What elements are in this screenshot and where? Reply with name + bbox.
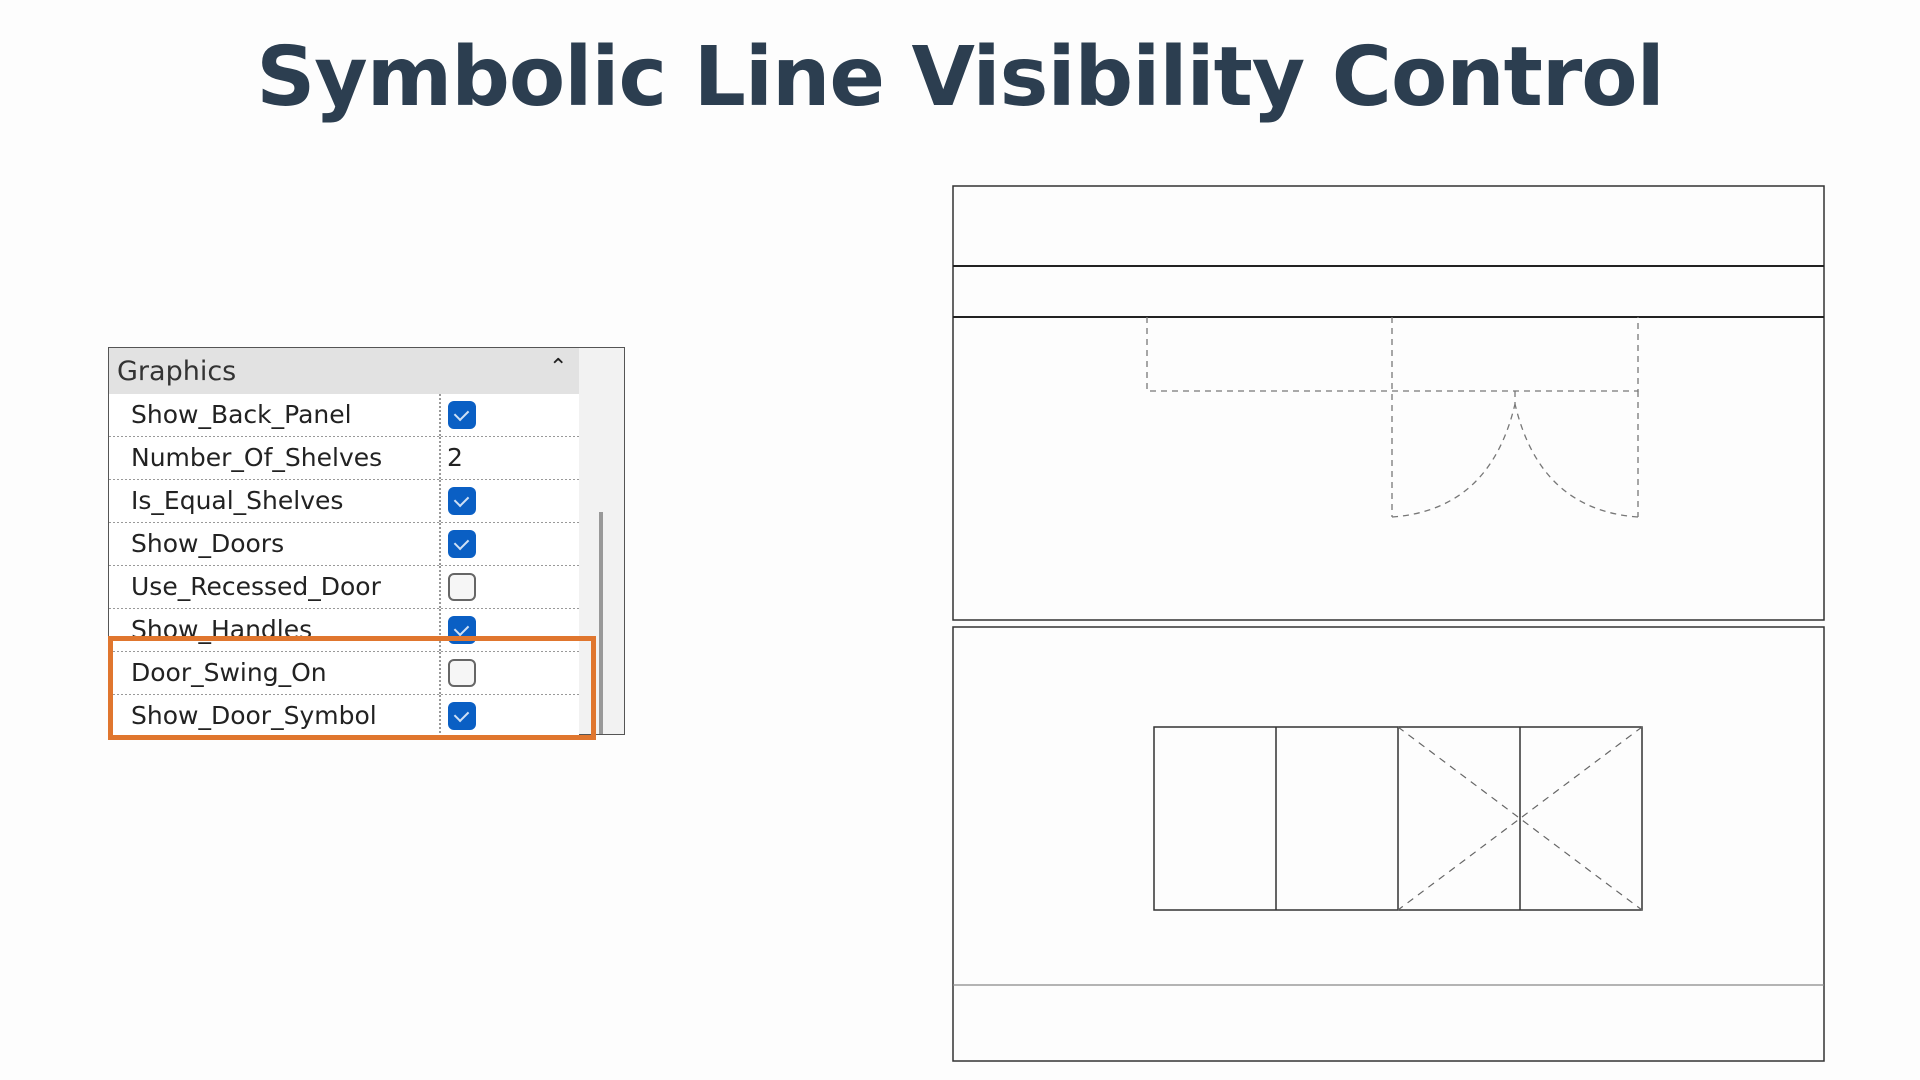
- property-label: Show_Back_Panel: [131, 400, 352, 429]
- property-row: Show_Door_Symbol: [109, 695, 579, 739]
- property-label: Show_Doors: [131, 529, 285, 558]
- property-value-cell[interactable]: 2: [439, 437, 581, 479]
- property-value-cell[interactable]: [439, 523, 581, 565]
- property-value-cell[interactable]: [439, 652, 581, 694]
- plan-view-frame: [952, 185, 1825, 621]
- elevation-view-frame: [952, 626, 1825, 1062]
- graphics-section-header[interactable]: Graphics ⌃: [109, 348, 579, 394]
- section-label: Graphics: [117, 356, 237, 387]
- checkbox-show-door-symbol[interactable]: [448, 702, 476, 730]
- scrollbar[interactable]: [599, 512, 603, 734]
- property-label: Show_Door_Symbol: [131, 701, 377, 730]
- checkbox-show-back-panel[interactable]: [448, 401, 476, 429]
- property-label: Door_Swing_On: [131, 658, 327, 687]
- property-value-cell[interactable]: [439, 480, 581, 522]
- checkbox-door-swing-on[interactable]: [448, 659, 476, 687]
- plan-view: [952, 185, 1825, 621]
- elevation-view: [952, 626, 1825, 1062]
- collapse-icon[interactable]: ⌃: [549, 354, 568, 379]
- page-title: Symbolic Line Visibility Control: [256, 30, 1664, 125]
- checkbox-is-equal-shelves[interactable]: [448, 487, 476, 515]
- property-row: Show_Handles: [109, 609, 579, 653]
- property-value-cell[interactable]: [439, 394, 581, 436]
- property-row: Door_Swing_On: [109, 652, 579, 696]
- property-label: Use_Recessed_Door: [131, 572, 381, 601]
- property-value-cell[interactable]: [439, 695, 581, 737]
- property-row: Is_Equal_Shelves: [109, 480, 579, 524]
- property-label: Number_Of_Shelves: [131, 443, 383, 472]
- checkbox-show-doors[interactable]: [448, 530, 476, 558]
- highlight-box: [108, 636, 596, 740]
- property-value-cell[interactable]: [439, 566, 581, 608]
- property-label: Is_Equal_Shelves: [131, 486, 344, 515]
- property-row: Number_Of_Shelves 2: [109, 437, 579, 481]
- checkbox-use-recessed-door[interactable]: [448, 573, 476, 601]
- number-input[interactable]: 2: [447, 443, 463, 472]
- door-swing-symbol: [1146, 317, 1639, 518]
